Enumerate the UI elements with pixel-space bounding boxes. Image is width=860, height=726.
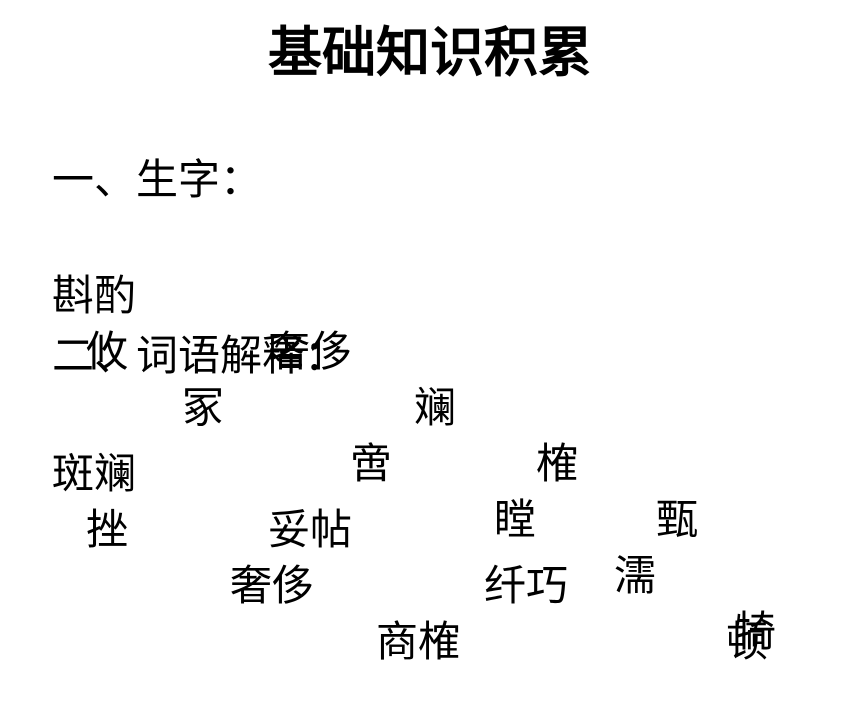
- section-heading-characters: 一、生字：: [52, 155, 263, 204]
- word: 斟酌: [52, 271, 137, 320]
- slide-title: 基础知识积累: [268, 21, 592, 84]
- word: 瞠: [494, 495, 537, 544]
- word: 攸: [86, 327, 129, 376]
- word: 榷: [536, 439, 579, 488]
- word: 甄: [656, 495, 699, 544]
- slide: 基础知识积累 一、生字： 斟酌 奢侈 斓 榷 甄 攸 冢 啻 瞠 濡 犄 二、词…: [0, 21, 860, 666]
- word: 挫: [86, 505, 129, 554]
- char-row-1: 斟酌 奢侈 斓 榷 甄: [0, 212, 860, 604]
- word: 濡: [614, 551, 657, 600]
- word: 奢侈: [268, 327, 353, 376]
- char-row-2: 攸 冢 啻 瞠 濡 犄: [0, 268, 860, 716]
- word: 斑斓: [52, 449, 137, 498]
- word: 啻: [350, 439, 393, 488]
- word: 商榷: [376, 617, 461, 666]
- word: 斓: [414, 383, 457, 432]
- word: 妥帖: [268, 505, 353, 554]
- word: 奢侈: [230, 561, 315, 610]
- vocab-row-2: 挫 奢侈 商榷: [0, 446, 860, 726]
- section-heading-vocabulary: 二、词语解释：: [52, 331, 347, 380]
- word: 纤巧: [484, 561, 569, 610]
- word: 冢: [182, 383, 225, 432]
